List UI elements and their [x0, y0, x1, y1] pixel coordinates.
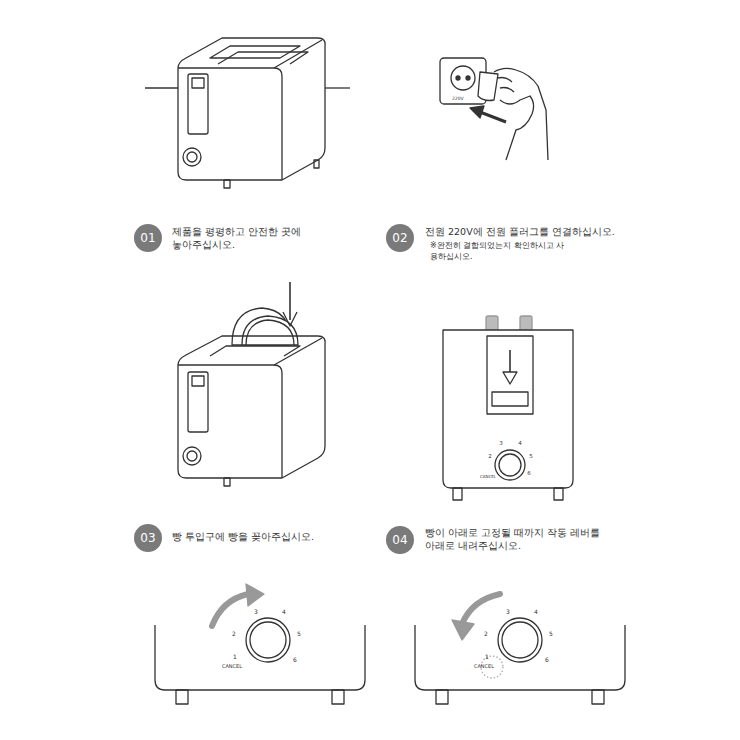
dial-number: 1 — [485, 653, 489, 661]
dial-number: 6 — [527, 470, 531, 477]
dial-number: 4 — [518, 440, 522, 447]
step-text: 빵이 아래로 고정될 때까지 작동 레버를 아래로 내려주십시오. — [425, 527, 610, 553]
dial-number: CANCEL — [222, 663, 242, 670]
callout-number: 02 — [392, 231, 407, 245]
dial-number: 3 — [254, 608, 258, 616]
outlet-plug — [440, 58, 548, 160]
callout-number: 01 — [140, 231, 155, 245]
dial-number: 6 — [545, 656, 549, 664]
step-text: 전원 220V에 전원 플러그를 연결하십시오. — [425, 226, 635, 239]
dial-number: 1 — [233, 653, 237, 661]
dial-number: CANCEL — [480, 474, 496, 479]
voltage-mark: 220V — [452, 96, 464, 102]
step-number-circle: 03 — [134, 524, 162, 552]
dial-number: 4 — [534, 608, 538, 616]
dial-number: 5 — [549, 630, 553, 638]
step-number-circle: 04 — [386, 526, 414, 554]
dial-number: 5 — [529, 453, 533, 460]
dial-number: 5 — [297, 630, 301, 638]
dial-turn-cancel — [415, 594, 625, 704]
toaster-step3 — [178, 282, 325, 486]
dial-number: CANCEL — [474, 663, 494, 670]
step-number-circle: 02 — [386, 224, 414, 252]
dial-turn-right — [155, 584, 365, 704]
note-text: ※완전히 결합되었는지 확인하시고 사용하십시오. — [430, 241, 570, 263]
step-text: 빵 투입구에 빵을 꽂아주십시오. — [172, 531, 372, 544]
dial-number: 2 — [488, 453, 492, 460]
toaster-front — [443, 316, 573, 500]
dial-number: 4 — [282, 608, 286, 616]
dial-number: 6 — [293, 656, 297, 664]
dial-number: 2 — [232, 630, 236, 638]
callout-number: 03 — [140, 531, 155, 545]
dial-number: 3 — [499, 440, 503, 447]
dial-number: 3 — [506, 608, 510, 616]
toaster-step1 — [145, 38, 350, 188]
step-text: 제품을 평평하고 안전한 곳에 놓아주십시오. — [172, 226, 310, 252]
step-number-circle: 01 — [134, 224, 162, 252]
callout-number: 04 — [392, 533, 407, 547]
dial-number: 2 — [484, 630, 488, 638]
